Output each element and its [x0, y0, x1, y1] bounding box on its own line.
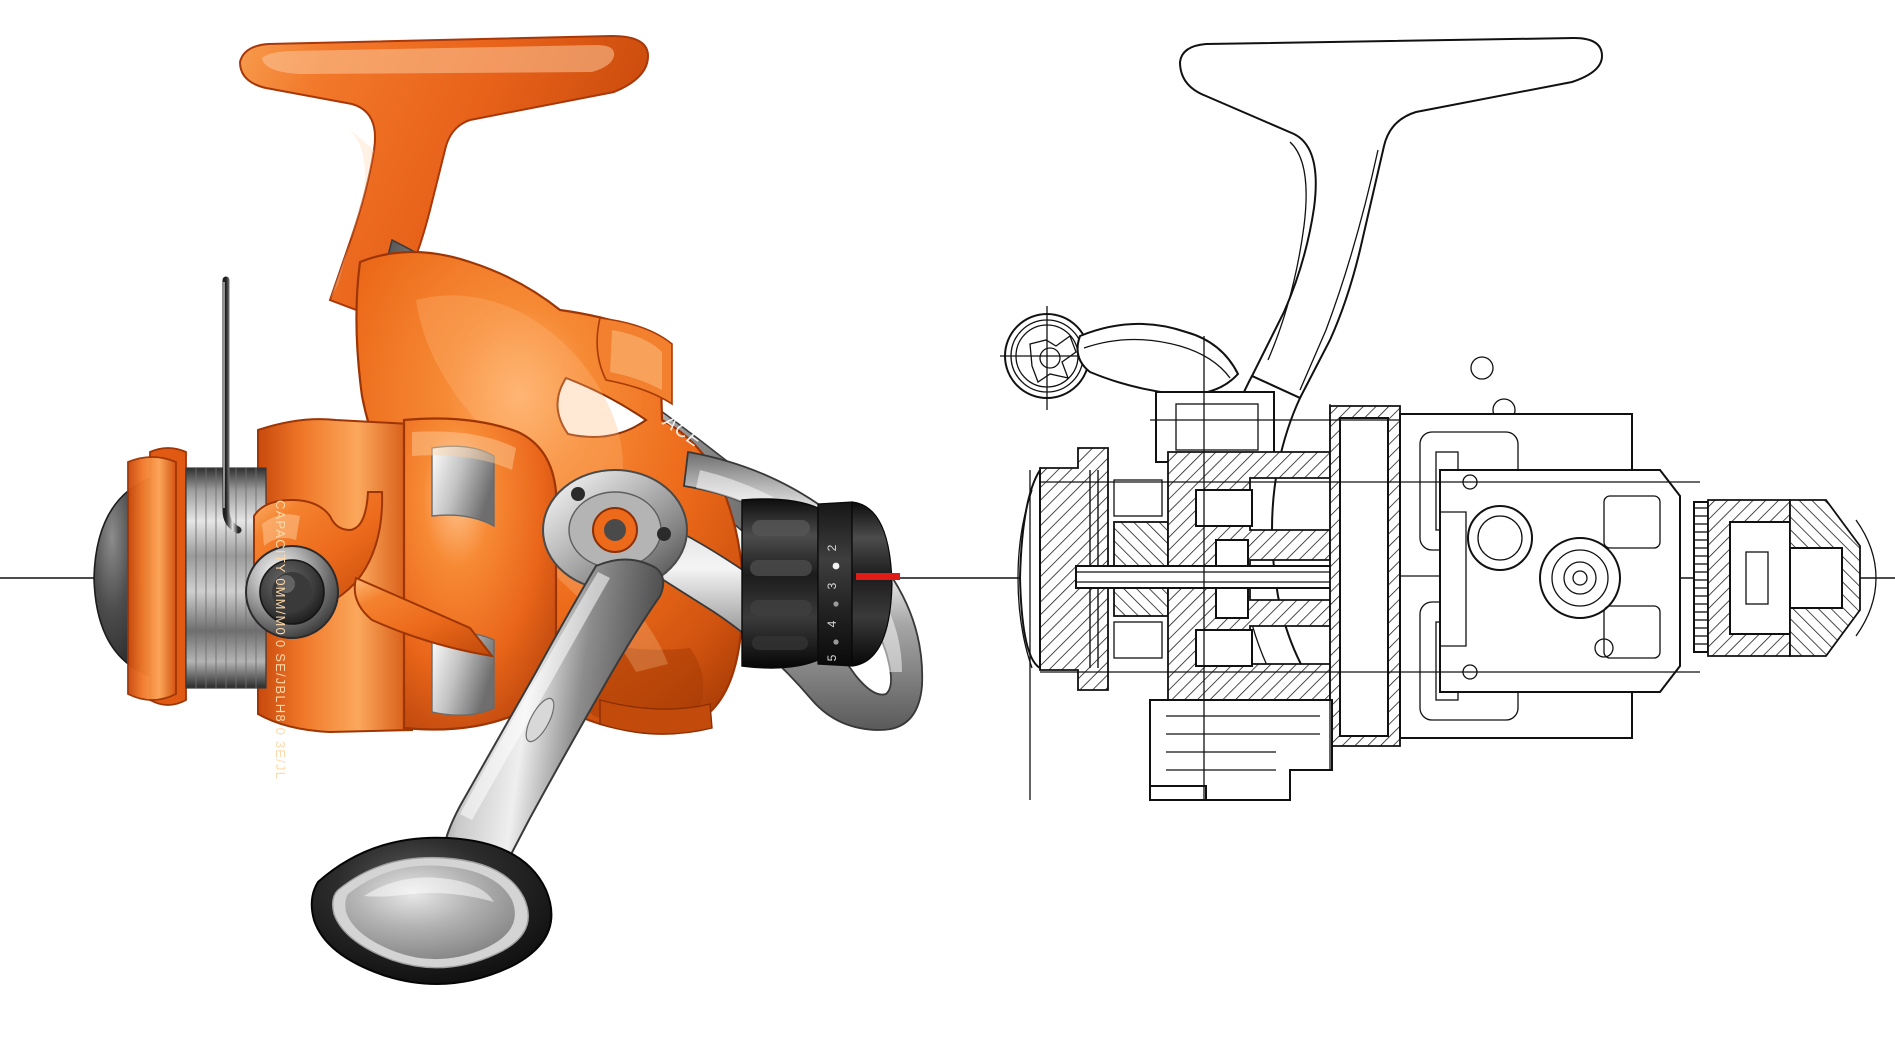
drag-indicator-mark [856, 573, 900, 580]
boss-screw-hole [657, 527, 671, 541]
tech-drive-gear-section [1439, 469, 1681, 693]
drag-tick-3: 3 [825, 582, 839, 589]
tech-handle-knob-outline [1000, 306, 1098, 410]
drag-tick-dot [832, 562, 840, 570]
handle-arm [442, 558, 665, 882]
rotor-center-boss [542, 469, 688, 591]
drag-tick-dot [833, 639, 839, 645]
tech-datum-lines [1029, 336, 1700, 800]
drag-tick-5: 5 [825, 654, 839, 661]
tech-spline-teeth [1693, 501, 1709, 653]
tech-drag-knob-section [1693, 499, 1877, 657]
spool-label-capacity: CAPACITY 0MM/M0 [273, 500, 288, 636]
tech-handle-mount [1155, 391, 1275, 463]
tech-reel-foot-outline [1178, 36, 1604, 400]
reel-foot [238, 34, 650, 324]
drag-tick-2: 2 [825, 544, 839, 551]
handle-arm-slot [525, 697, 555, 743]
tech-handle-arm-outline [1076, 322, 1240, 396]
spool-label-line-rating: 0 SE/JBLH8 0 3E/JL [273, 640, 288, 780]
bail-wire [222, 276, 242, 534]
spool-label-group: CAPACITY 0MM/M0 0 SE/JBLH8 0 3E/JL [273, 500, 288, 780]
boss-screw-hole [571, 487, 585, 501]
drag-tick-4: 4 [825, 620, 839, 627]
line-roller-bearing [245, 545, 339, 639]
anti-reverse-lever[interactable] [599, 699, 713, 735]
tech-rotor-section [1075, 451, 1335, 701]
handle-knob[interactable] [310, 836, 553, 985]
drag-adjustment-dial[interactable]: 2 3 4 5 [741, 498, 900, 669]
drag-tick-dot [833, 601, 839, 607]
